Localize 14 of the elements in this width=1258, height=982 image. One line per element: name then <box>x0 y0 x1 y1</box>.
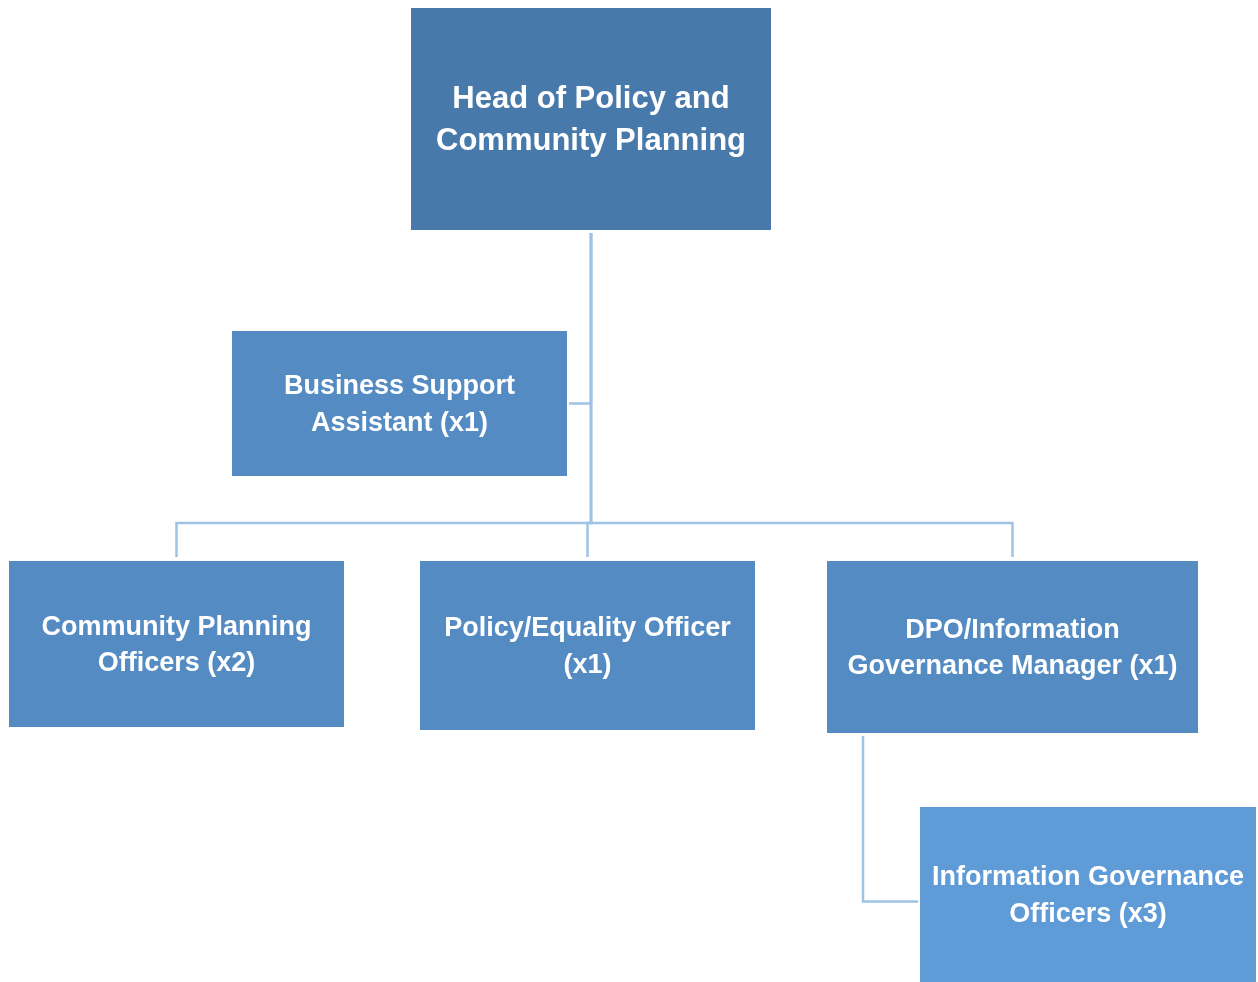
role-box <box>9 561 344 727</box>
role-box <box>420 561 755 730</box>
role-box <box>411 8 771 230</box>
role-title: Head of Policy and Community Planning <box>435 79 747 159</box>
role-title: Business Support Assistant (x1) <box>283 369 516 439</box>
role-box <box>232 331 567 476</box>
role-box <box>827 561 1198 733</box>
role-title: Community Planning Officers (x2) <box>40 609 313 679</box>
role-title: Information Governance Officers (x3) <box>930 860 1246 930</box>
role-title: Policy/Equality Officer (x1) <box>443 611 732 681</box>
role-box <box>920 807 1256 982</box>
connector-line <box>589 233 1014 557</box>
role-title: DPO/Information Governance Manager (x1) <box>846 612 1179 682</box>
connector-line <box>861 736 918 903</box>
